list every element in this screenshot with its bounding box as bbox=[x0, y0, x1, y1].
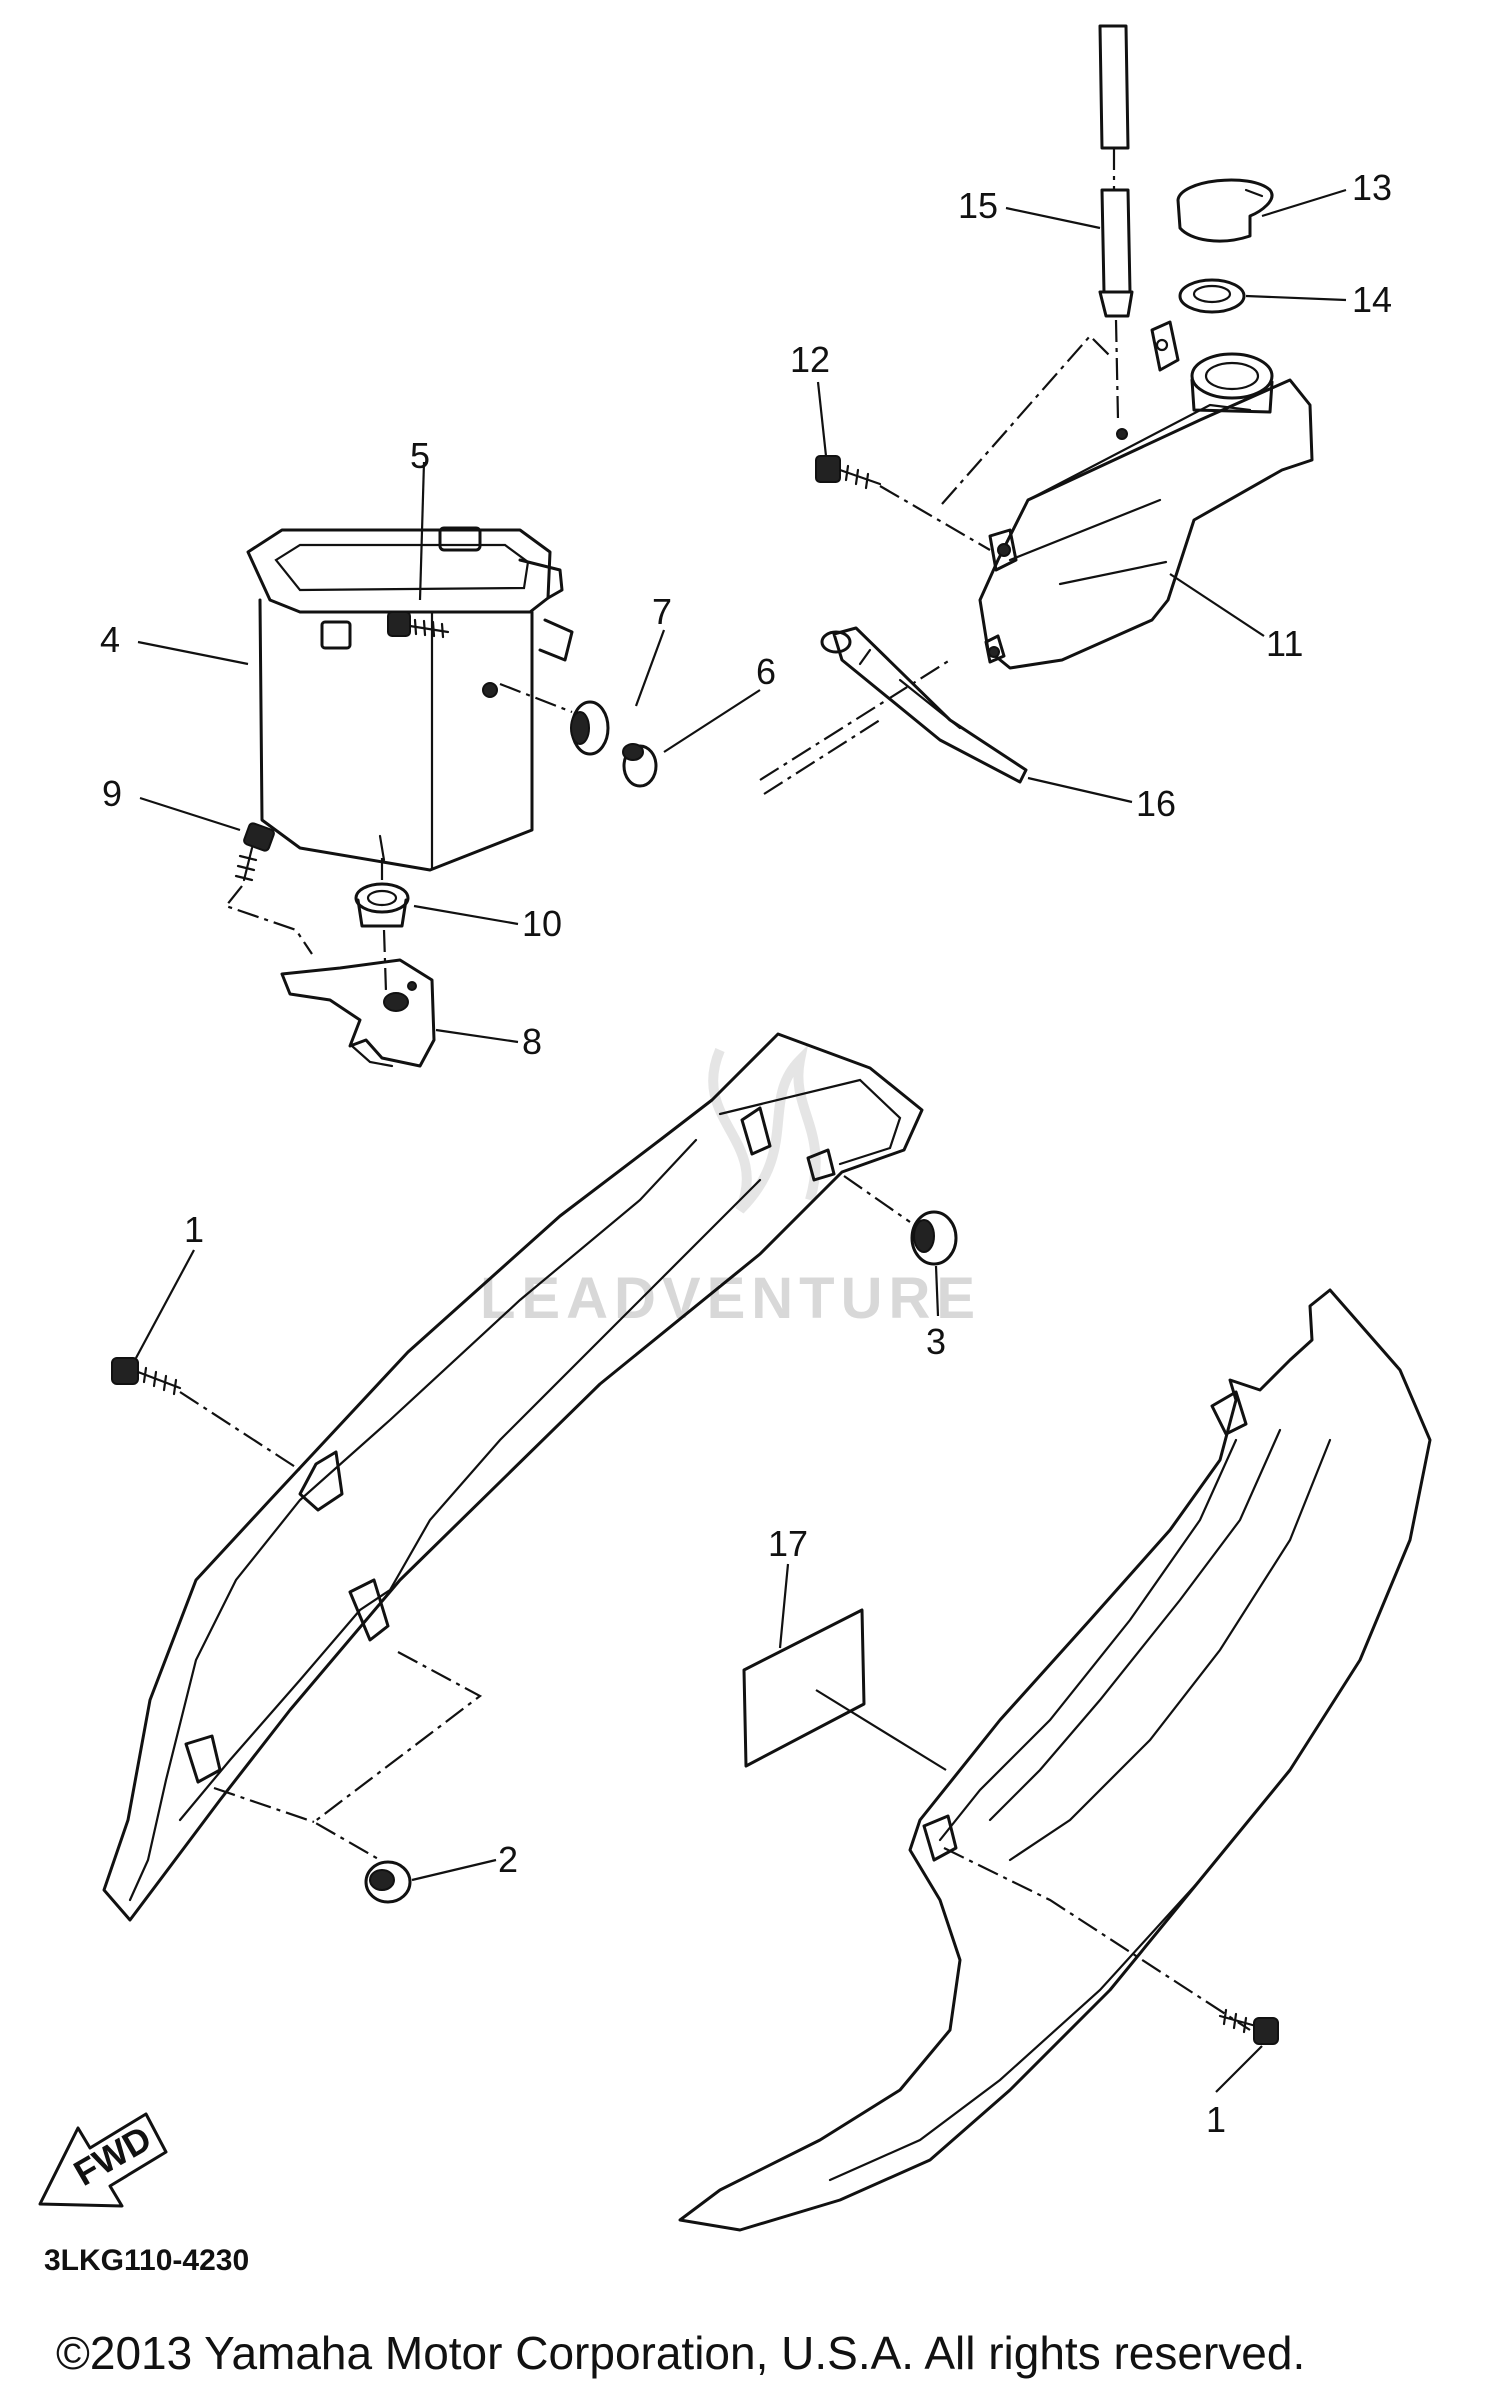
part-15-pin bbox=[1098, 24, 1134, 421]
callout-15: 15 bbox=[958, 185, 998, 226]
fwd-arrow-icon: FWD bbox=[38, 2112, 168, 2208]
part-1-bolt-right bbox=[1218, 2008, 1279, 2045]
part-battery-box bbox=[246, 526, 574, 872]
callout-14: 14 bbox=[1352, 279, 1392, 320]
callout-10: 10 bbox=[522, 903, 562, 944]
svg-text:FWD: FWD bbox=[67, 2117, 158, 2193]
callout-1-left: 1 bbox=[184, 1209, 204, 1250]
callout-11: 11 bbox=[1266, 623, 1303, 664]
part-17-label bbox=[742, 1608, 947, 1771]
assembly-line-tank bbox=[941, 334, 1111, 505]
callout-6: 6 bbox=[756, 651, 776, 692]
part-5-bolt bbox=[387, 611, 450, 639]
callout-2: 2 bbox=[498, 1839, 518, 1880]
diagram-code: 3LKG110-4230 bbox=[44, 2244, 250, 2277]
callout-13: 13 bbox=[1352, 167, 1392, 208]
callout-9: 9 bbox=[102, 773, 122, 814]
callout-3: 3 bbox=[926, 1321, 946, 1362]
leader-lines bbox=[135, 188, 1347, 2093]
part-1-bolt-left bbox=[111, 1357, 301, 1471]
part-2-grommet bbox=[213, 1651, 483, 1904]
part-11-oil-tank bbox=[978, 320, 1314, 670]
part-left-side-cover bbox=[102, 1032, 924, 1922]
part-13-cap bbox=[1176, 178, 1274, 243]
callout-1-right: 1 bbox=[1206, 2099, 1226, 2140]
part-14-washer bbox=[1178, 278, 1246, 314]
part-12-bolt bbox=[815, 455, 991, 551]
callout-16: 16 bbox=[1136, 783, 1176, 824]
watermark-logo bbox=[708, 1044, 821, 1214]
part-7-grommet bbox=[499, 682, 610, 756]
callout-4: 4 bbox=[100, 619, 120, 660]
part-10-grommet bbox=[354, 858, 410, 993]
part-9-bolt bbox=[224, 822, 313, 955]
callout-7: 7 bbox=[652, 591, 672, 632]
part-3-grommet bbox=[843, 1175, 958, 1266]
callout-12: 12 bbox=[790, 339, 830, 380]
part-right-side-cover bbox=[678, 1288, 1432, 2232]
watermark-text: LEADVENTURE bbox=[480, 1266, 981, 1331]
part-16-band bbox=[759, 626, 1028, 795]
part-6-collar bbox=[622, 743, 658, 788]
callout-8: 8 bbox=[522, 1021, 542, 1062]
copyright-notice: ©2013 Yamaha Motor Corporation, U.S.A. A… bbox=[56, 2327, 1306, 2379]
callout-5: 5 bbox=[410, 435, 430, 476]
callout-17: 17 bbox=[768, 1523, 808, 1564]
part-8-bracket bbox=[280, 958, 436, 1068]
